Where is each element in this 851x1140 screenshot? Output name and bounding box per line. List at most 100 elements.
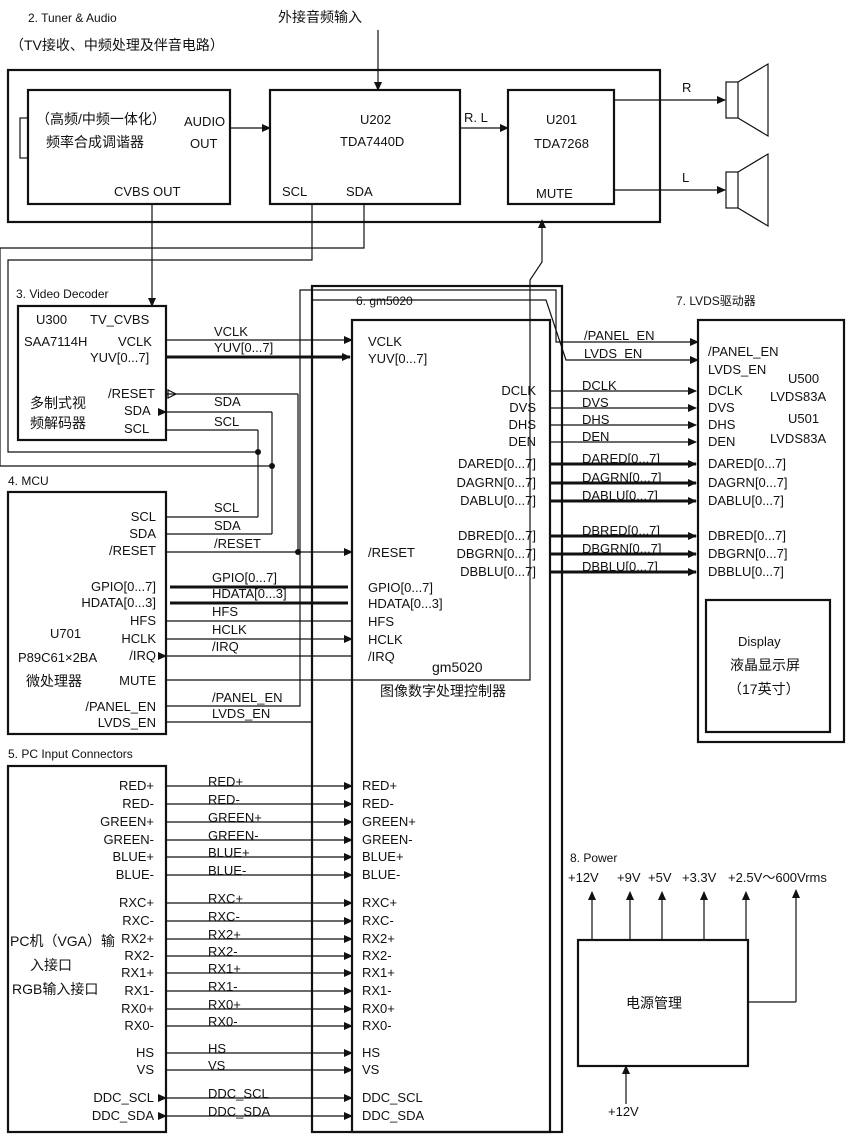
vclk-wire-label: VCLK [214, 324, 248, 339]
mcu-pin-lvds-en: LVDS_EN [98, 715, 156, 730]
mcu-pin-hdata-0-3: HDATA[0...3] [81, 595, 156, 610]
gm-pc-pin-green: GREEN- [362, 832, 413, 847]
gm-left-pin-irq: /IRQ [368, 649, 395, 664]
pc-pin-red: RED+ [119, 778, 154, 793]
mute-wire [166, 219, 546, 681]
u201-mute-pin: MUTE [536, 186, 573, 201]
gm5020-left-pins: VCLKYUV[0...7]/RESETGPIO[0...7]HDATA[0..… [368, 334, 443, 664]
lvds-pin-den: DEN [708, 434, 735, 449]
lvds-pin-dablu-0-7: DABLU[0...7] [708, 493, 784, 508]
u500-ref: U500 [788, 371, 819, 386]
speaker-l-icon [725, 171, 739, 209]
gm-left-pin-yuv-0-7: YUV[0...7] [368, 351, 427, 366]
power-rail-list: +12V+9V+5V+3.3V+2.5V～600Vrms [568, 870, 827, 940]
scl-to-u202-wire [7, 204, 313, 453]
power-rail-2-5v-600vrms: +2.5V～600Vrms [728, 870, 827, 885]
gm-lvds-wire-label-dbblu-0-7: DBBLU[0...7] [582, 559, 658, 574]
gm-pc-pin-red: RED- [362, 796, 394, 811]
gm-left-pin-reset: /RESET [368, 545, 415, 560]
power-rail-12v: +12V [568, 870, 599, 885]
power-box [576, 938, 750, 1068]
gm5020-right-pins: DCLKDVSDHSDENDARED[0...7]DAGRN[0...7]DAB… [457, 383, 537, 579]
decoder-reset-pin: /RESET [108, 386, 155, 401]
pc-to-gm-wires: RED+RED-GREEN+GREEN-BLUE+BLUE-RXC+RXC-RX… [158, 774, 353, 1120]
irq-wire-label: /IRQ [212, 639, 239, 654]
tuner-audio-label: AUDIO [184, 114, 225, 129]
gm-to-lvds-wires: DCLKDVSDHSDENDARED[0...7]DAGRN[0...7]DAB… [550, 378, 697, 576]
pc-pin-blue: BLUE- [116, 867, 154, 882]
video-decoder-box [16, 304, 168, 442]
u201-part: TDA7268 [534, 136, 589, 151]
pc-wire-label-rx0: RX0- [208, 1014, 238, 1029]
tuner-audio-out-label: OUT [190, 136, 218, 151]
mcu-pin-panel-en: /PANEL_EN [85, 699, 156, 714]
pc-wire-label-red: RED- [208, 792, 240, 807]
gm5020-desc: 图像数字处理控制器 [380, 683, 506, 699]
pc-wire-label-blue: BLUE- [208, 863, 246, 878]
lvds-pin-dbblu-0-7: DBBLU[0...7] [708, 564, 784, 579]
tuner-line2: 频率合成调谐器 [46, 134, 144, 150]
tuner-cvbs-label: CVBS OUT [114, 184, 181, 199]
pc-pin-rx2: RX2+ [121, 931, 154, 946]
mcu-pin-hfs: HFS [130, 613, 156, 628]
pc-wire-label-rx1: RX1- [208, 979, 238, 994]
section-mcu-label: 4. MCU [8, 474, 49, 488]
gm5020-chip-box [350, 318, 552, 1134]
mcu-pin-scl: SCL [131, 509, 156, 524]
gm5020-name: gm5020 [432, 659, 483, 675]
gm-right-pin-dhs: DHS [509, 417, 537, 432]
mcu-pin-mute: MUTE [119, 673, 156, 688]
pc-pin-hs: HS [136, 1045, 154, 1060]
section-video-decoder-label: 3. Video Decoder [16, 287, 109, 301]
gm-pc-pin-rx0: RX0+ [362, 1001, 395, 1016]
gm-pc-pin-rx1: RX1- [362, 983, 392, 998]
pc-wire-label-rxc: RXC- [208, 909, 240, 924]
section-gm5020-label: 6. gm5020 [356, 294, 413, 308]
gm-right-pin-dared-0-7: DARED[0...7] [458, 456, 536, 471]
lvds-pin-dhs: DHS [708, 417, 736, 432]
gm-pc-pin-green: GREEN+ [362, 814, 416, 829]
gm-lvds-wire-label-dvs: DVS [582, 395, 609, 410]
gm-right-pin-dclk: DCLK [501, 383, 536, 398]
gm-lvds-wire-label-dagrn-0-7: DAGRN[0...7] [582, 470, 661, 485]
mcu-box [6, 490, 168, 736]
mcu-reset-label: /RESET [214, 536, 261, 551]
lvds-box [696, 318, 846, 744]
mcu-pin-hclk: HCLK [121, 631, 156, 646]
panel-en-wire [166, 289, 699, 707]
mcu-sda-label: SDA [214, 518, 241, 533]
sda-to-u202-wire [0, 204, 365, 467]
mcu-part: P89C61×2BA [18, 650, 97, 665]
pc-pin-red: RED- [122, 796, 154, 811]
decoder-sda-pin: SDA [124, 403, 151, 418]
gm-left-pin-hclk: HCLK [368, 632, 403, 647]
pc-wire-label-ddc-sda: DDC_SDA [208, 1104, 270, 1119]
gm-lvds-wire-label-dbgrn-0-7: DBGRN[0...7] [582, 541, 661, 556]
gm-right-pin-dablu-0-7: DABLU[0...7] [460, 493, 536, 508]
power-rail-3-3v: +3.3V [682, 870, 717, 885]
display-size: （17英寸） [728, 681, 800, 697]
gm-right-pin-den: DEN [509, 434, 536, 449]
decoder-scl-pin: SCL [124, 421, 149, 436]
pc-wire-label-rx2: RX2+ [208, 927, 241, 942]
gm-right-pin-dbblu-0-7: DBBLU[0...7] [460, 564, 536, 579]
u202-sda-pin: SDA [346, 184, 373, 199]
decoder-reset-arrowhead [167, 389, 178, 399]
lvds-pin-list: DCLKDVSDHSDENDARED[0...7]DAGRN[0...7]DAB… [708, 344, 787, 579]
decoder-desc1: 多制式视 [30, 395, 86, 411]
panel-en-lvds-label: /PANEL_EN [584, 328, 655, 343]
pc-pin-ddc-sda: DDC_SDA [92, 1108, 154, 1123]
pc-pin-rx2: RX2- [124, 948, 154, 963]
gm-pc-pin-rx0: RX0- [362, 1018, 392, 1033]
pc-pin-rx1: RX1- [124, 983, 154, 998]
u501-ref: U501 [788, 411, 819, 426]
pc-pin-green: GREEN+ [100, 814, 154, 829]
gm-left-pin-gpio-0-7: GPIO[0...7] [368, 580, 433, 595]
display-desc: 液晶显示屏 [730, 657, 800, 673]
power-rail-5v: +5V [648, 870, 672, 885]
gm-lvds-wire-label-dhs: DHS [582, 412, 610, 427]
u202-ref: U202 [360, 112, 391, 127]
decoder-part: SAA7114H [24, 334, 87, 349]
pc-wire-label-green: GREEN- [208, 828, 259, 843]
gm-pc-pin-ddc-sda: DDC_SDA [362, 1108, 424, 1123]
